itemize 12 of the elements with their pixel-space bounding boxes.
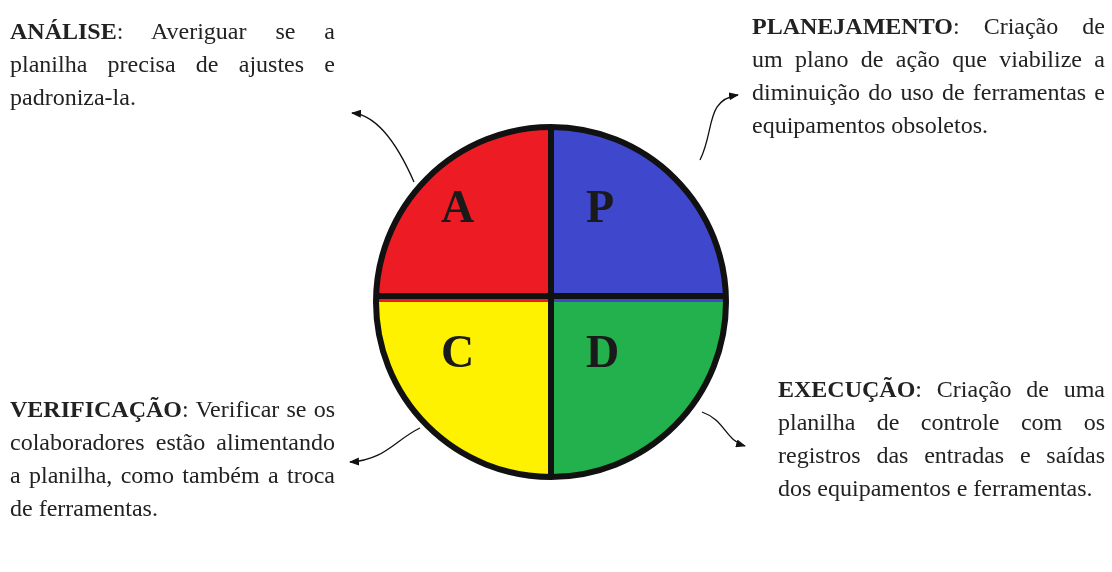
quadrant-letter: C [441,329,475,375]
curved-arrow [701,411,746,447]
curved-arrow [351,110,415,183]
description-text: EXECUÇÃO: Criação de uma planilha de controle com os registros das entradas e saídas dos equipamentos e ferramentas. [778,375,1105,503]
curved-arrow [699,93,739,161]
description-text: PLANEJAMENTO: Criação de um plano de ação que viabilize a diminuição do uso de ferramentas e equipamentos obsoletos. [752,12,1105,140]
description-text: VERIFICAÇÃO: Verificar se os colaboradores estão alimentando a planilha, como também a troca de ferramentas. [10,395,335,523]
quadrant-letter: P [586,184,615,230]
curved-arrow [349,427,421,466]
description-text: ANÁLISE: Averiguar se a planilha precisa de ajustes e padroniza-la. [10,17,335,112]
quadrant-letter: D [586,329,620,375]
quadrant-letter: A [441,184,475,230]
